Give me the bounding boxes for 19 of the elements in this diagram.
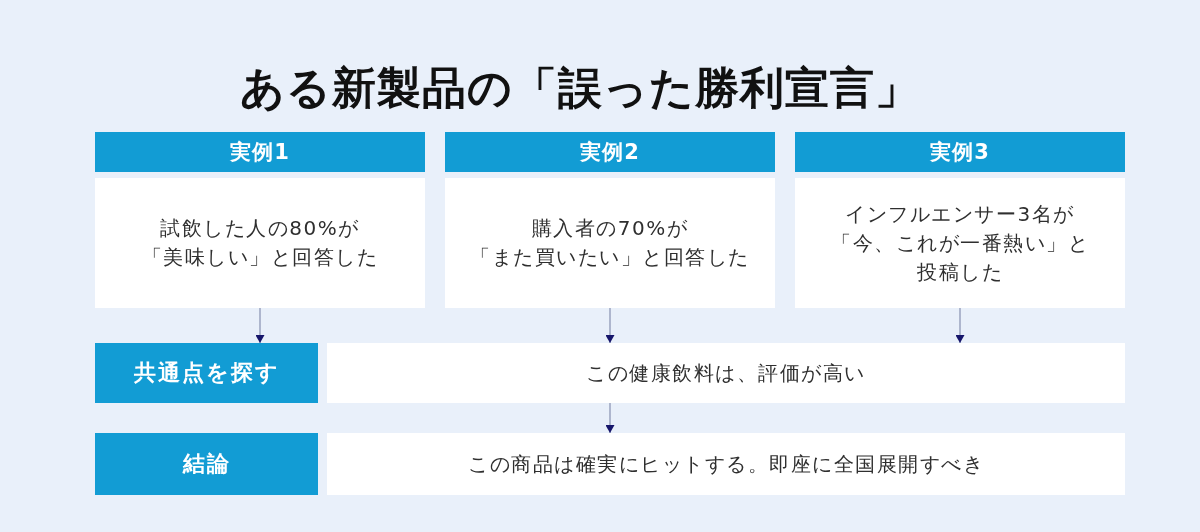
card-text: 試飲した人の80%が「美味しい」と回答した bbox=[140, 215, 380, 271]
heading-text: 実例2 bbox=[580, 139, 640, 166]
arrow bbox=[605, 307, 615, 344]
statement-box bbox=[327, 433, 1125, 495]
step-label: 結論 bbox=[182, 450, 231, 478]
arrow bbox=[255, 307, 265, 344]
heading-text: 実例3 bbox=[930, 139, 990, 166]
step-label: 共通点を探す bbox=[133, 359, 280, 387]
card-text: 購入者の70%が「また買いたい」と回答した bbox=[469, 215, 751, 271]
arrow bbox=[605, 402, 615, 434]
arrow bbox=[955, 307, 965, 344]
step-label-box bbox=[95, 343, 318, 403]
statement-box bbox=[327, 343, 1125, 403]
statement-text: この健康飲料は、評価が高い bbox=[586, 359, 866, 387]
step-label-box bbox=[95, 433, 318, 495]
statement-text: この商品は確実にヒットする。即座に全国展開すべき bbox=[468, 450, 984, 478]
heading-text: 実例1 bbox=[230, 139, 290, 166]
title: ある新製品の「誤った勝利宣言」 bbox=[240, 61, 920, 115]
card-text: インフルエンサー3名が「今、これが一番熱い」と投稿した bbox=[830, 200, 1090, 286]
